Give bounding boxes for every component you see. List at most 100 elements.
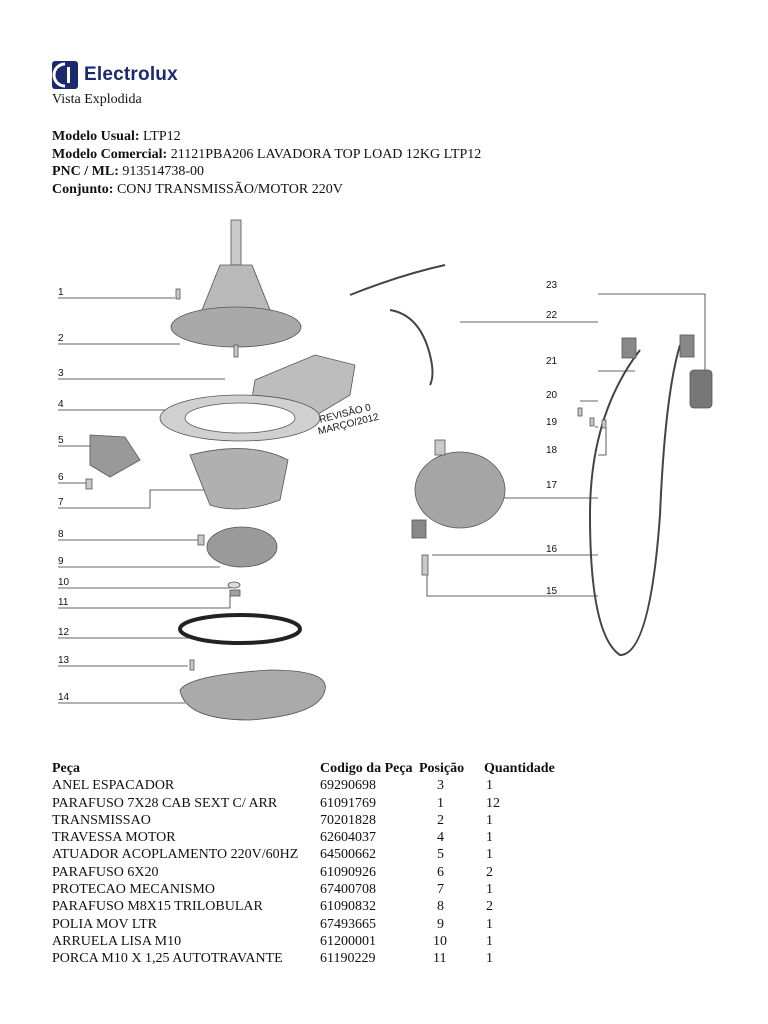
cell-codigo: 62604037 <box>320 830 376 846</box>
callout-1: 1 <box>58 287 64 298</box>
cell-codigo: 61090832 <box>320 899 376 915</box>
cell-peca: TRANSMISSAO <box>52 812 151 828</box>
callout-2: 2 <box>58 333 64 344</box>
conjunto-value: CONJ TRANSMISSÃO/MOTOR 220V <box>116 181 343 197</box>
callout-15: 15 <box>546 586 558 597</box>
cell-quantidade: 2 <box>486 899 493 915</box>
cell-peca: POLIA MOV LTR <box>52 916 158 932</box>
cell-codigo: 67400708 <box>320 882 376 898</box>
cell-posicao: 3 <box>437 778 444 794</box>
brand-name: Electrolux <box>84 64 178 85</box>
callout-18: 18 <box>546 445 558 456</box>
callout-11: 11 <box>58 597 69 608</box>
cell-posicao: 4 <box>437 830 444 846</box>
callout-10: 10 <box>58 577 70 588</box>
cell-quantidade: 1 <box>486 882 493 898</box>
table-row: TRANSMISSAO 70201828 2 1 <box>52 812 566 829</box>
conjunto-label: Conjunto: <box>52 181 114 197</box>
cell-codigo: 70201828 <box>320 812 376 828</box>
table-row: PROTECAO MECANISMO 67400708 7 1 <box>52 881 566 898</box>
cell-posicao: 2 <box>437 812 444 828</box>
cell-quantidade: 1 <box>486 847 493 863</box>
page-subtitle: Vista Explodida <box>52 92 142 107</box>
cell-codigo: 64500662 <box>320 847 376 863</box>
header-quantidade: Quantidade <box>484 761 555 776</box>
table-row: PARAFUSO 7X28 CAB SEXT C/ ARR 61091769 1… <box>52 795 566 812</box>
cell-codigo: 61200001 <box>320 933 376 949</box>
callout-16: 16 <box>546 544 558 555</box>
cell-quantidade: 2 <box>486 864 493 880</box>
cell-posicao: 11 <box>433 951 447 967</box>
cell-peca: PROTECAO MECANISMO <box>52 882 215 898</box>
cell-peca: ATUADOR ACOPLAMENTO 220V/60HZ <box>52 847 299 863</box>
callout-14: 14 <box>58 692 70 703</box>
cell-quantidade: 1 <box>486 812 493 828</box>
exploded-view-diagram: REVISÃO 0 MARÇO/2012 1 2 3 4 5 6 7 8 9 1… <box>58 219 713 721</box>
cell-quantidade: 1 <box>486 916 493 932</box>
table-row: ANEL ESPACADOR 69290698 3 1 <box>52 777 566 794</box>
cell-codigo: 67493665 <box>320 916 376 932</box>
cell-codigo: 61190229 <box>320 951 376 967</box>
modelo-usual-label: Modelo Usual: <box>52 129 140 144</box>
cell-peca: TRAVESSA MOTOR <box>52 830 176 846</box>
callout-20: 20 <box>546 390 558 401</box>
modelo-comercial-row: Modelo Comercial: 21121PBA206 LAVADORA T… <box>52 146 481 164</box>
cell-peca: PORCA M10 X 1,25 AUTOTRAVANTE <box>52 951 283 967</box>
cell-quantidade: 1 <box>486 830 493 846</box>
callout-3: 3 <box>58 368 64 379</box>
cell-posicao: 7 <box>437 882 444 898</box>
model-info: Modelo Usual: LTP12 Modelo Comercial: 21… <box>52 128 481 198</box>
modelo-comercial-label: Modelo Comercial: <box>52 146 168 162</box>
electrolux-logo-icon <box>52 61 78 89</box>
header-peca: Peça <box>52 761 80 776</box>
callout-21: 21 <box>546 356 558 367</box>
header-posicao: Posição <box>419 761 465 776</box>
cell-peca: PARAFUSO 6X20 <box>52 864 159 880</box>
callout-23: 23 <box>546 280 558 291</box>
parts-table: Peça Codigo da Peça Posição Quantidade A… <box>52 760 566 968</box>
callout-5: 5 <box>58 435 64 446</box>
cell-quantidade: 1 <box>486 778 493 794</box>
cell-codigo: 61090926 <box>320 864 376 880</box>
cell-codigo: 69290698 <box>320 778 376 794</box>
cell-codigo: 61091769 <box>320 795 376 811</box>
pnc-value: 913514738-00 <box>122 164 205 179</box>
parts-table-header: Peça Codigo da Peça Posição Quantidade <box>52 760 566 777</box>
table-row: PORCA M10 X 1,25 AUTOTRAVANTE 61190229 1… <box>52 950 566 967</box>
callout-6: 6 <box>58 472 64 483</box>
cell-posicao: 5 <box>437 847 444 863</box>
callout-17: 17 <box>546 480 558 491</box>
cell-peca: PARAFUSO 7X28 CAB SEXT C/ ARR <box>52 795 278 811</box>
table-row: TRAVESSA MOTOR 62604037 4 1 <box>52 829 566 846</box>
callout-22: 22 <box>546 310 558 321</box>
brand-logo: Electrolux <box>52 60 178 90</box>
cell-quantidade: 1 <box>486 951 493 967</box>
cell-peca: ANEL ESPACADOR <box>52 778 175 794</box>
callout-12: 12 <box>58 627 70 638</box>
callout-4: 4 <box>58 399 64 410</box>
table-row: POLIA MOV LTR 67493665 9 1 <box>52 916 566 933</box>
header-codigo: Codigo da Peça <box>320 761 413 776</box>
conjunto-row: Conjunto: CONJ TRANSMISSÃO/MOTOR 220V <box>52 181 481 199</box>
cell-posicao: 10 <box>433 933 447 949</box>
table-row: ATUADOR ACOPLAMENTO 220V/60HZ 64500662 5… <box>52 846 566 863</box>
table-row: PARAFUSO 6X20 61090926 6 2 <box>52 864 566 881</box>
cell-quantidade: 1 <box>486 933 493 949</box>
modelo-comercial-value: 21121PBA206 LAVADORA TOP LOAD 12KG LTP12 <box>170 146 482 162</box>
pnc-row: PNC / ML: 913514738-00 <box>52 163 481 181</box>
table-row: ARRUELA LISA M10 61200001 10 1 <box>52 933 566 950</box>
callout-9: 9 <box>58 556 64 567</box>
modelo-usual-value: LTP12 <box>143 129 181 144</box>
table-row: PARAFUSO M8X15 TRILOBULAR 61090832 8 2 <box>52 898 566 915</box>
callout-19: 19 <box>546 417 558 428</box>
pnc-label: PNC / ML: <box>52 164 119 179</box>
cell-posicao: 8 <box>437 899 444 915</box>
callout-13: 13 <box>58 655 70 666</box>
callout-7: 7 <box>58 497 64 508</box>
callout-8: 8 <box>58 529 64 540</box>
cell-posicao: 9 <box>437 916 444 932</box>
cell-posicao: 6 <box>437 864 444 880</box>
modelo-usual-row: Modelo Usual: LTP12 <box>52 128 481 146</box>
cell-posicao: 1 <box>437 795 444 811</box>
cell-peca: PARAFUSO M8X15 TRILOBULAR <box>52 899 263 915</box>
